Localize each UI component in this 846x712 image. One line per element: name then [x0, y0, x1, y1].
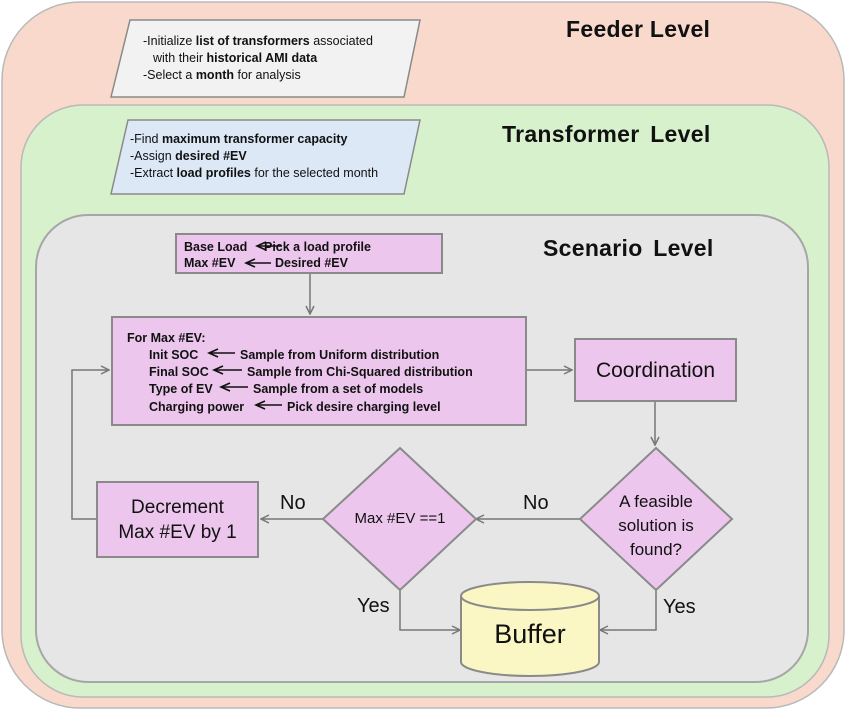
feeder-note-shape: [110, 19, 421, 98]
max-ev-right: Desired #EV: [275, 256, 348, 270]
note-run: list of transformers: [195, 34, 310, 48]
sampling-header: For Max #EV:: [127, 331, 206, 345]
sample-right-1: Sample from Uniform distribution: [240, 348, 440, 362]
base-load-right: Pick a load profile: [264, 240, 371, 254]
edge-label-yes-feasible: Yes: [663, 596, 696, 618]
feasible-line-1: A feasible: [619, 492, 693, 511]
feeder-note-line-3: -Select a month for analysis: [143, 67, 373, 84]
edge-label-yes-max: Yes: [357, 595, 390, 617]
note-run: associated: [309, 34, 373, 48]
feasible-diamond: [578, 446, 734, 592]
scenario-level-title: Scenario Level: [543, 235, 714, 261]
base-load-box: Base Load Pick a load profile Max #EV De…: [175, 233, 443, 274]
sample-right-2: Sample from Chi-Squared distribution: [247, 365, 473, 379]
decrement-line-1: Decrement: [131, 496, 224, 518]
max-ev-diamond: [321, 446, 478, 592]
note-run: -Find: [130, 132, 162, 146]
decrement-box: Decrement Max #EV by 1: [96, 481, 259, 558]
note-run: month: [195, 68, 234, 82]
buffer-cylinder: [460, 596, 600, 677]
buffer-cylinder-top: [460, 581, 600, 611]
transformer-note-line-2: -Assign desired #EV: [130, 148, 378, 165]
note-run: -Initialize: [143, 34, 196, 48]
arrow-decrement-loop: [71, 370, 109, 520]
base-load-label: Base Load: [184, 240, 248, 254]
transformer-note-line-3: -Extract load profiles for the selected …: [130, 165, 378, 182]
coordination-box: Coordination: [574, 338, 737, 402]
feeder-note-line-2: with their historical AMI data: [143, 50, 373, 67]
edge-label-no-feasible: No: [523, 492, 549, 514]
note-run: -Extract: [130, 166, 177, 180]
edge-label-no-max: No: [280, 492, 306, 514]
note-run: desired #EV: [175, 149, 247, 163]
arrow-max-yes: [399, 590, 460, 630]
feasible-text: A feasible solution is found?: [590, 490, 722, 562]
note-run: -Assign: [130, 149, 176, 163]
decrement-line-2: Max #EV by 1: [118, 521, 237, 543]
sample-left-3: Type of EV: [149, 382, 213, 396]
feeder-note: -Initialize list of transformers associa…: [143, 33, 373, 84]
coordination-label: Coordination: [595, 358, 716, 382]
note-run: historical AMI data: [206, 51, 318, 65]
buffer-label: Buffer: [494, 619, 566, 649]
note-run: for the selected month: [250, 166, 379, 180]
sample-left-2: Final SOC: [149, 365, 209, 379]
feeder-level-title: Feeder Level: [566, 16, 711, 42]
transformer-note: -Find maximum transformer capacity -Assi…: [130, 131, 378, 182]
feasible-line-3: found?: [630, 540, 682, 559]
max-check-text: Max #EV ==1: [354, 510, 446, 527]
note-run: load profiles: [176, 166, 251, 180]
sample-left-1: Init SOC: [149, 348, 199, 362]
sampling-box: For Max #EV: Init SOC Sample from Unifor…: [111, 316, 527, 426]
feasible-line-2: solution is: [618, 516, 694, 535]
sample-right-4: Pick desire charging level: [287, 400, 441, 414]
sample-left-4: Charging power: [149, 400, 245, 414]
note-run: for analysis: [234, 68, 301, 82]
arrow-feasible-yes: [600, 590, 657, 630]
note-run: maximum transformer capacity: [161, 132, 348, 146]
note-run: with their: [153, 51, 207, 65]
feeder-note-line-1: -Initialize list of transformers associa…: [143, 33, 373, 50]
sample-right-3: Sample from a set of models: [253, 382, 424, 396]
max-ev-label: Max #EV: [184, 256, 236, 270]
note-run: -Select a: [143, 68, 196, 82]
transformer-note-line-1: -Find maximum transformer capacity: [130, 131, 378, 148]
transformer-level-title: Transformer Level: [502, 121, 711, 147]
transformer-note-shape: [110, 119, 421, 195]
